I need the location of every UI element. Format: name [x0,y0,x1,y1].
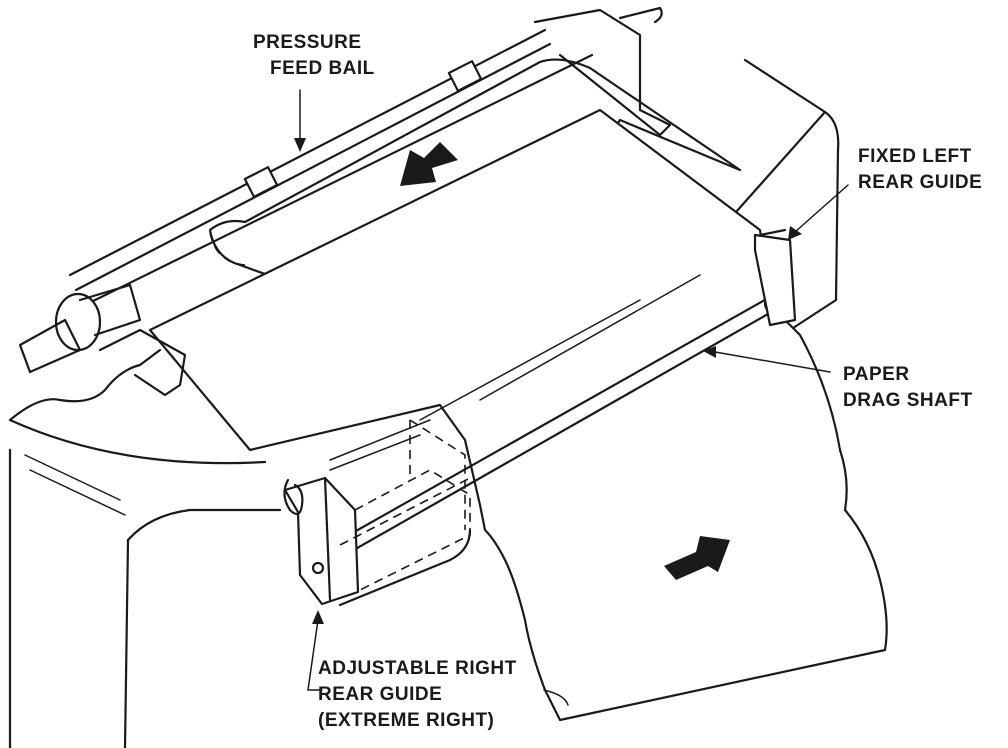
label-line: DRAG SHAFT [843,390,973,411]
label-paper-drag-shaft: PAPER DRAG SHAFT [843,362,973,414]
paper-tail-left [8,348,162,422]
label-line: PAPER [843,364,910,385]
label-line: ADJUSTABLE RIGHT [318,658,517,679]
label-line: REAR GUIDE [318,684,443,705]
label-pressure-feed-bail: PRESSURE FEED BAIL [253,30,375,82]
label-fixed-left-rear-guide: FIXED LEFT REAR GUIDE [858,144,982,196]
label-adjustable-right-rear-guide: ADJUSTABLE RIGHT REAR GUIDE (EXTREME RIG… [318,656,517,734]
label-line: PRESSURE [253,32,362,53]
label-line: FEED BAIL [270,58,375,79]
adjustable-right-rear-guide [283,419,471,606]
label-line: REAR GUIDE [858,172,983,193]
leader-lines [294,89,849,706]
arrow-up-icon [664,536,730,580]
printer-body [8,58,840,748]
paper-sheet-front [148,108,888,722]
label-line: FIXED LEFT [858,146,972,167]
arrow-down-icon [400,142,458,186]
fixed-left-rear-guide [753,228,797,327]
pressure-feed-bail [18,6,672,397]
label-line: (EXTREME RIGHT) [318,710,495,731]
